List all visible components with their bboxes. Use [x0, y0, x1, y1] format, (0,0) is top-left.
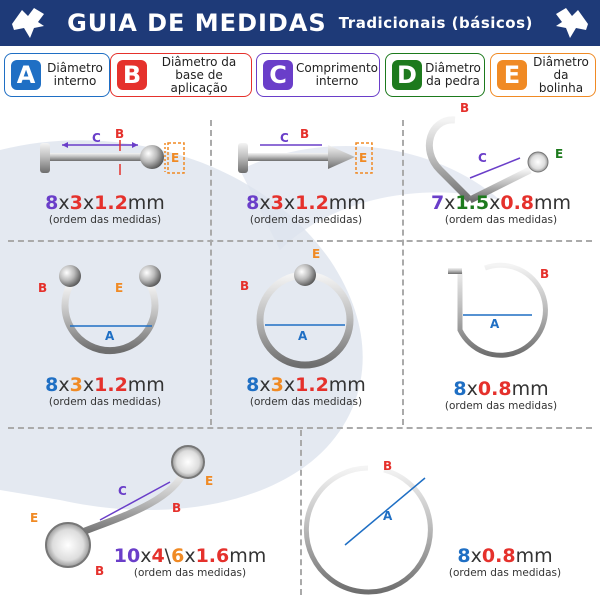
grid-divider [8, 240, 592, 242]
nose-screw-illustration: B C E [425, 101, 563, 204]
legend-label: Diâmetro da base de aplicação [161, 54, 237, 95]
svg-text:A: A [105, 329, 115, 343]
svg-text:B: B [115, 127, 124, 141]
legend-letter: D [392, 60, 422, 90]
measurement-text: 8x0.8mm [453, 378, 549, 400]
legend-a: A Diâmetro interno [4, 53, 110, 97]
eagle-logo-icon [556, 8, 588, 38]
grid-divider [300, 430, 302, 595]
horseshoe-illustration: A B E [38, 265, 161, 355]
svg-text:B: B [383, 459, 392, 473]
svg-text:E: E [30, 511, 38, 525]
legend-label: Diâmetro interno [47, 61, 103, 88]
header-bar: GUIA DE MEDIDAS Tradicionais (básicos) [0, 0, 600, 46]
svg-text:A: A [490, 317, 500, 331]
svg-text:C: C [92, 131, 101, 145]
legend-letter: A [11, 60, 41, 90]
legend-label: Comprimento interno [296, 61, 379, 88]
measurement-text: 8x3x1.2mm [246, 374, 366, 396]
legend-letter: B [117, 60, 147, 90]
measurement-text: 8x3x1.2mm [246, 192, 366, 214]
svg-text:A: A [383, 509, 393, 523]
measurement-note: (ordem das medidas) [444, 400, 558, 412]
measurement-note: (ordem das medidas) [444, 214, 558, 226]
svg-text:B: B [240, 279, 249, 293]
svg-text:E: E [359, 151, 367, 165]
labret-ball-illustration: C B E [40, 127, 185, 175]
svg-text:B: B [38, 281, 47, 295]
nose-hoop-open-illustration: A B [448, 262, 549, 358]
svg-text:E: E [115, 281, 123, 295]
legend-d: D Diâmetro da pedra [385, 53, 485, 97]
legend-letter: E [497, 60, 527, 90]
legend-label: Diâmetro da bolinha [533, 54, 589, 95]
measurement-note: (ordem das medidas) [249, 214, 363, 226]
captive-ring-illustration: A B E [240, 247, 354, 369]
measurement-text: 7x1.5x0.8mm [430, 192, 572, 214]
page-title: GUIA DE MEDIDAS [67, 9, 327, 37]
measurement-text: 8x3x1.2mm [45, 192, 165, 214]
svg-text:E: E [171, 151, 179, 165]
measurement-text: 10x4\6x1.6mm [113, 545, 267, 567]
legend-b: B Diâmetro da base de aplicação [110, 53, 252, 97]
svg-text:B: B [172, 501, 181, 515]
svg-text:C: C [118, 484, 127, 498]
measurement-note: (ordem das medidas) [448, 567, 562, 579]
svg-text:C: C [280, 131, 289, 145]
measurement-text: 8x3x1.2mm [45, 374, 165, 396]
grid-divider [210, 120, 212, 425]
svg-text:B: B [460, 101, 469, 115]
measurement-note: (ordem das medidas) [133, 567, 247, 579]
svg-text:B: B [540, 267, 549, 281]
page-subtitle: Tradicionais (básicos) [338, 14, 533, 32]
seamless-ring-illustration: A B [303, 459, 433, 595]
measurement-note: (ordem das medidas) [48, 214, 162, 226]
svg-text:A: A [298, 329, 308, 343]
svg-text:E: E [205, 474, 213, 488]
grid-divider [402, 120, 404, 425]
legend-letter: C [263, 60, 293, 90]
measurement-note: (ordem das medidas) [249, 396, 363, 408]
measurement-note: (ordem das medidas) [48, 396, 162, 408]
labret-spike-illustration: C B E [238, 127, 373, 174]
svg-text:B: B [95, 564, 104, 578]
eagle-logo-icon [12, 8, 44, 38]
svg-text:B: B [300, 127, 309, 141]
grid-divider [8, 427, 592, 429]
legend-e: E Diâmetro da bolinha [490, 53, 596, 97]
measurement-text: 8x0.8mm [457, 545, 553, 567]
legend-c: C Comprimento interno [256, 53, 380, 97]
svg-text:C: C [478, 151, 487, 165]
svg-text:E: E [555, 147, 563, 161]
svg-text:E: E [312, 247, 320, 261]
legend-label: Diâmetro da pedra [425, 61, 481, 88]
curved-barbell-illustration: C B E E B [30, 445, 213, 578]
